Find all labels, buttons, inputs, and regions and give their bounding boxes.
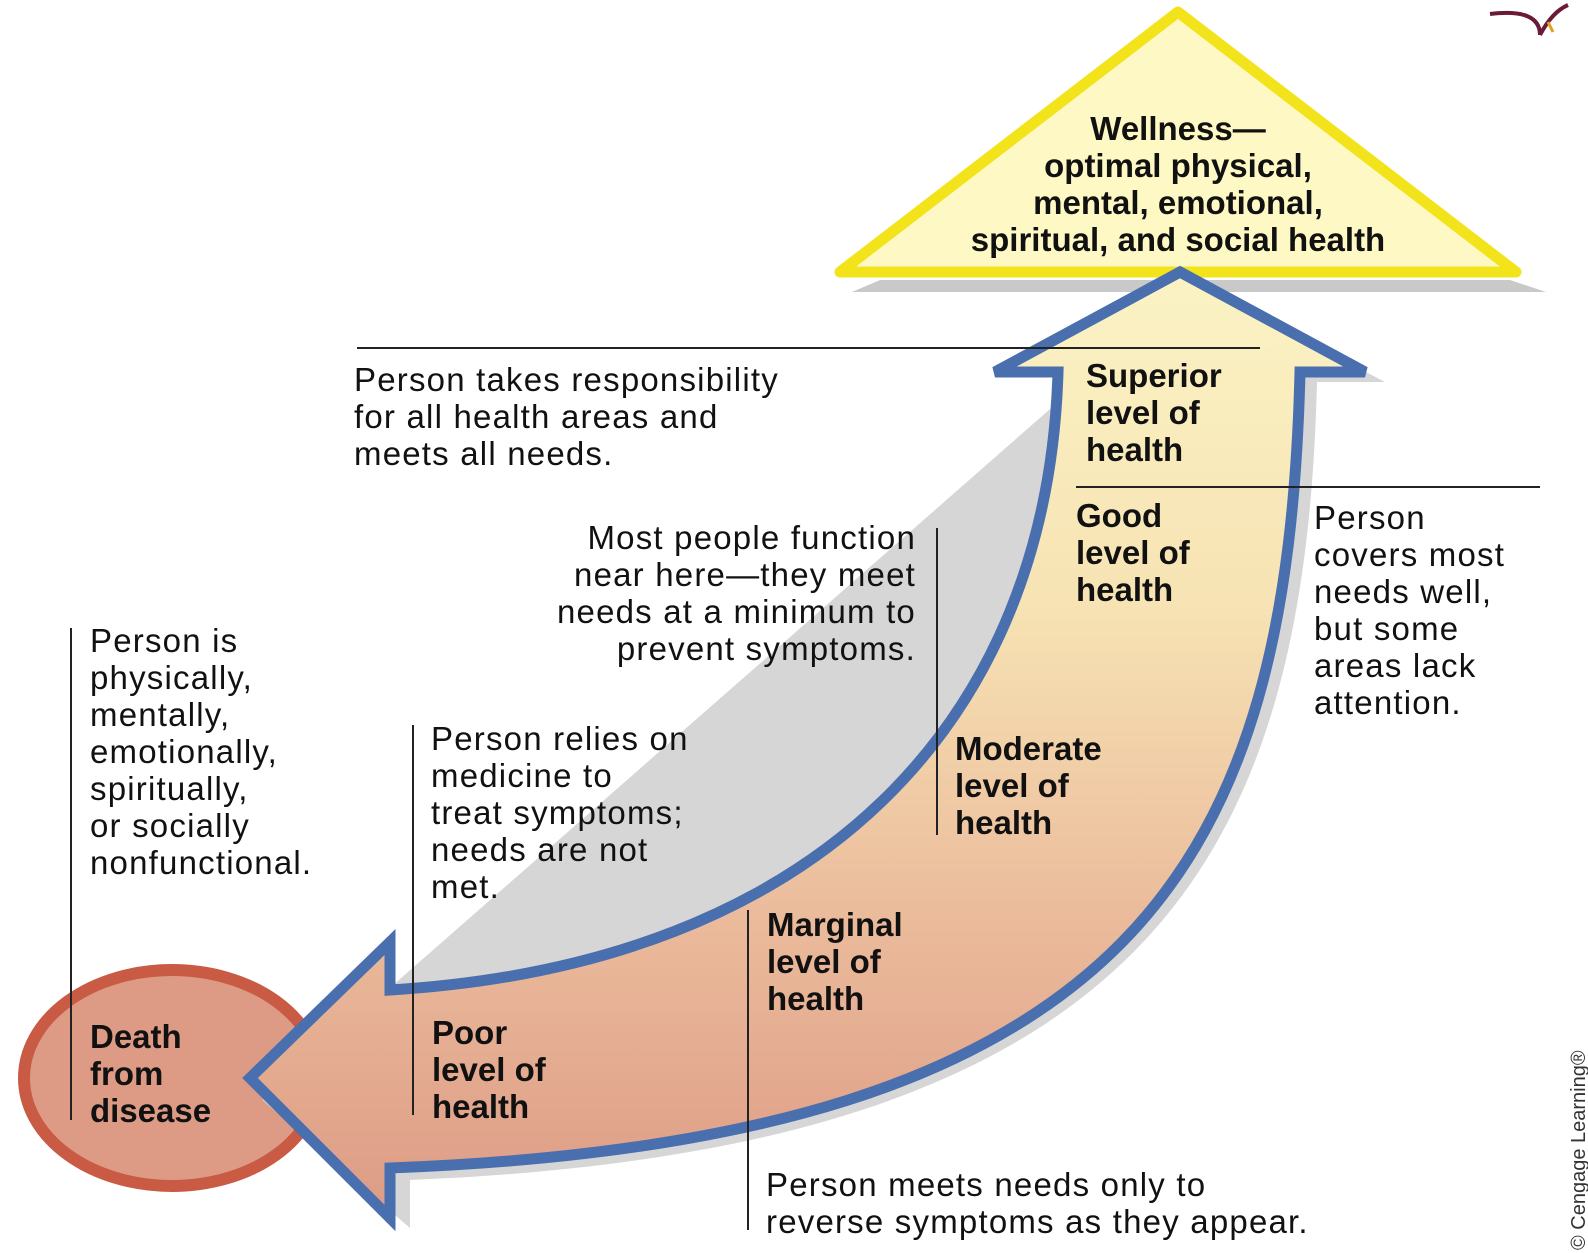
description-superior: Person takes responsibility for all heal… (354, 361, 779, 472)
copyright-notice: © Cengage Learning® (1568, 1050, 1588, 1250)
wellness-title: Wellness— optimal physical, mental, emot… (970, 110, 1386, 258)
description-death: Person is physically, mentally, emotiona… (90, 622, 313, 881)
description-poor: Person relies on medicine to treat sympt… (431, 720, 689, 905)
level-moderate: Moderate level of health (955, 730, 1102, 841)
level-superior: Superior level of health (1086, 357, 1222, 468)
logo (1489, 3, 1569, 36)
level-poor: Poor level of health (432, 1014, 546, 1125)
description-moderate: Most people function near here—they meet… (556, 519, 916, 667)
level-good: Good level of health (1076, 497, 1190, 608)
continuum-arrow (242, 265, 1368, 1232)
description-good: Person covers most needs well, but some … (1314, 499, 1506, 721)
level-marginal: Marginal level of health (767, 906, 903, 1017)
level-death: Death from disease (90, 1018, 212, 1129)
description-marginal: Person meets needs only to reverse sympt… (766, 1166, 1309, 1240)
